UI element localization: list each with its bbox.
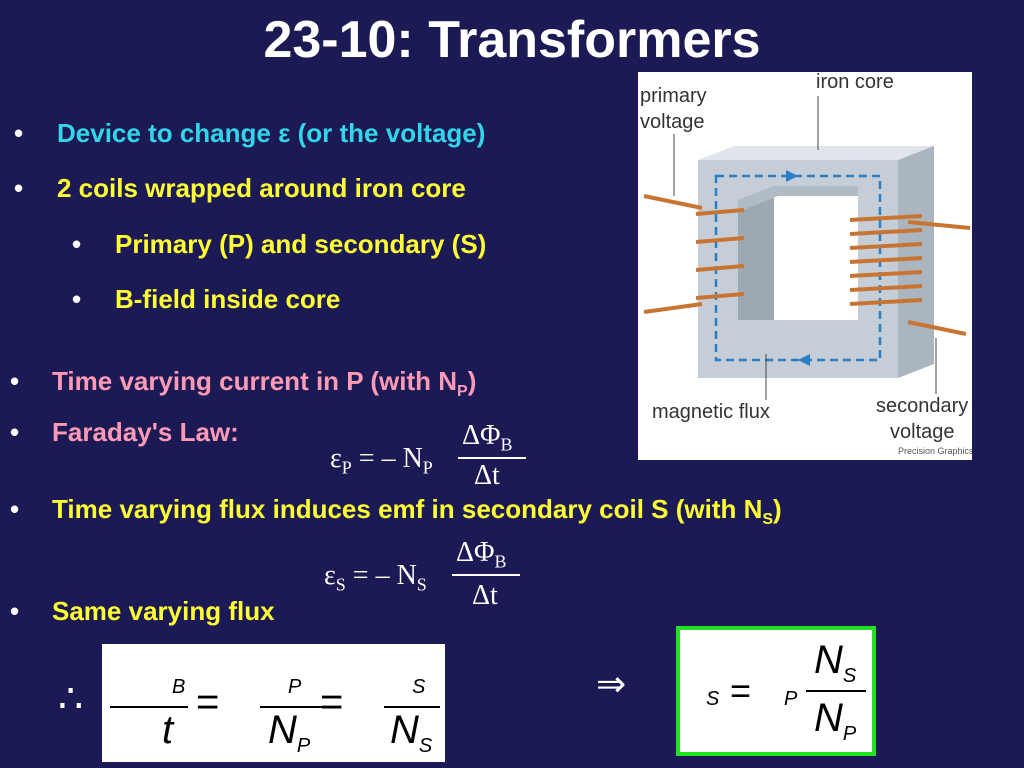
secondary-coil	[849, 214, 971, 336]
bullet-time-varying-flux: Time varying flux induces emf in seconda…	[52, 494, 782, 529]
transformer-diagram: primary voltage iron core magnetic flux …	[638, 71, 974, 460]
result-bar	[806, 690, 866, 692]
result-ns: NS	[814, 638, 857, 687]
eq2-fraction-bar	[452, 574, 520, 576]
primary-coil	[643, 194, 745, 314]
result-np: NP	[814, 696, 857, 745]
result-equals: =	[730, 670, 752, 711]
result-p-sub: P	[784, 688, 798, 710]
label-primary: primary	[640, 85, 707, 107]
bullet-time-varying-current: Time varying current in P (with NP)	[52, 366, 477, 401]
ratio-np: NP	[268, 708, 311, 757]
therefore-symbol: ∴	[58, 676, 84, 722]
eq1-numerator: ΔΦB	[462, 420, 513, 455]
eq1-fraction-bar	[458, 457, 526, 459]
ratio-b-sub: B	[172, 676, 186, 698]
core-window-inner-top	[738, 186, 858, 212]
bullet-marker: •	[14, 118, 24, 148]
label-magnetic-flux: magnetic flux	[652, 401, 770, 423]
leader-lines	[673, 96, 937, 400]
bullet-marker: •	[10, 417, 20, 447]
ratio-bar-1	[110, 706, 188, 708]
ratio-ns: NS	[390, 708, 433, 757]
bullet-primary-secondary: Primary (P) and secondary (S)	[115, 229, 487, 259]
bullet-bfield: B-field inside core	[115, 284, 341, 314]
ratio-s-sub: S	[412, 676, 426, 698]
bullet-marker: •	[72, 229, 82, 259]
ratio-bar-3	[384, 706, 440, 708]
ratio-t: t	[162, 708, 174, 752]
bullet-marker: •	[14, 173, 24, 203]
ratio-equals-1: =	[196, 680, 220, 724]
label-credit: Precision Graphics	[898, 446, 972, 456]
bullet-same-flux: Same varying flux	[52, 596, 275, 626]
result-box: S = P NS NP	[676, 626, 876, 756]
label-iron-core: iron core	[816, 72, 894, 93]
ratio-box: B t = P NP = S NS	[102, 644, 445, 762]
flux-arrow-bottom	[798, 354, 810, 366]
eq1-lhs: εP = – NP	[330, 443, 433, 478]
eq2-denominator: Δt	[472, 580, 498, 611]
bullet-faraday: Faraday's Law:	[52, 417, 239, 447]
bullet-coils: 2 coils wrapped around iron core	[57, 173, 466, 203]
eq2-lhs: εS = – NS	[324, 560, 427, 595]
eq1-denominator: Δt	[474, 460, 500, 491]
core-side-face	[898, 146, 934, 378]
bullet-marker: •	[10, 494, 20, 524]
implies-symbol: ⇒	[596, 664, 627, 705]
slide-title: 23-10: Transformers	[263, 11, 761, 69]
core-top-face	[698, 146, 934, 160]
label-secondary-voltage: voltage	[890, 421, 955, 443]
ratio-p-sub: P	[288, 676, 302, 698]
label-primary-voltage: voltage	[640, 111, 705, 133]
eq2-numerator: ΔΦB	[456, 537, 507, 572]
core-window-inner-left	[738, 186, 774, 320]
flux-arrow-top	[786, 170, 798, 182]
ratio-bar-2	[260, 706, 322, 708]
label-secondary: secondary	[876, 395, 968, 417]
ratio-equals-2: =	[320, 680, 344, 724]
bullet-marker: •	[72, 284, 82, 314]
bullet-marker: •	[10, 596, 20, 626]
bullet-device: Device to change ε (or the voltage)	[57, 118, 486, 148]
bullet-marker: •	[10, 366, 20, 396]
transformer-illustration: primary voltage iron core magnetic flux …	[640, 71, 974, 456]
result-s-sub: S	[706, 688, 720, 710]
